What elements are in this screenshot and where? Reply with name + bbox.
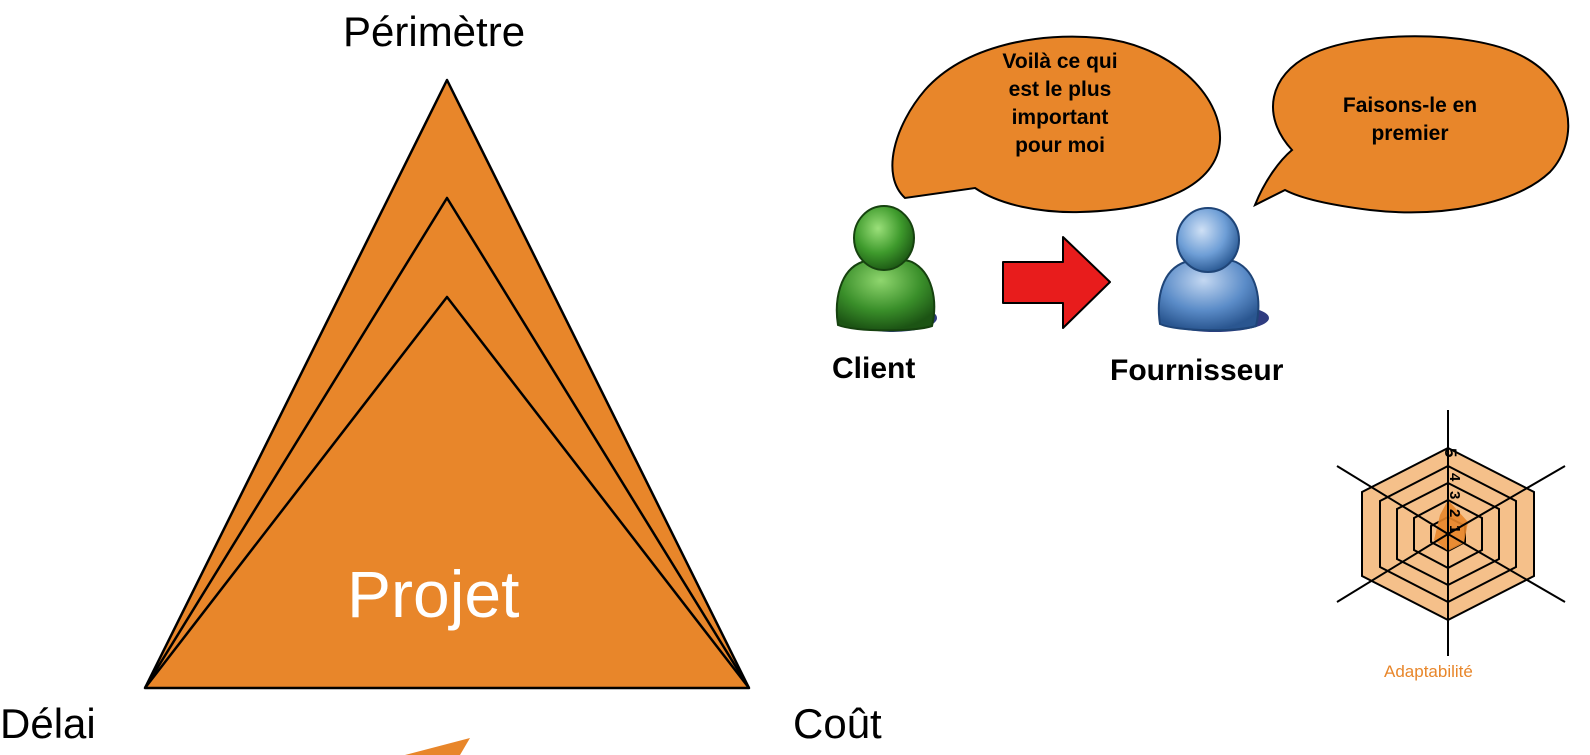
triangle-right-label: Coût bbox=[793, 700, 882, 747]
supplier-bubble-text: Faisons-le en premier bbox=[1342, 94, 1478, 145]
triangle-outer bbox=[143, 78, 751, 690]
supplier-speech-bubble bbox=[1253, 35, 1570, 214]
radar-axis-label: Adaptabilité bbox=[1384, 662, 1473, 681]
triangle-middle bbox=[143, 196, 751, 689]
radar-chart: 5 4 3 2 1 bbox=[1336, 410, 1566, 656]
supplier-avatar-icon bbox=[1157, 207, 1269, 332]
triangle-inner bbox=[144, 295, 750, 689]
scope-triangle bbox=[143, 78, 751, 690]
client-speech-bubble bbox=[891, 35, 1222, 214]
triangle-center-label: Projet bbox=[347, 557, 520, 631]
svg-text:1: 1 bbox=[1446, 525, 1463, 533]
triangle-top-label: Périmètre bbox=[343, 8, 526, 55]
triangle-left-label: Délai bbox=[0, 700, 96, 747]
arrow-right-icon bbox=[1002, 236, 1111, 329]
svg-text:3: 3 bbox=[1446, 491, 1463, 499]
client-avatar-icon bbox=[835, 205, 937, 332]
client-bubble-text: Voilà ce qui est le plus important pour … bbox=[1002, 50, 1118, 157]
client-label: Client bbox=[832, 352, 916, 385]
orange-decoration bbox=[405, 738, 470, 755]
supplier-label: Fournisseur bbox=[1110, 354, 1284, 387]
svg-text:4: 4 bbox=[1446, 473, 1463, 482]
svg-text:2: 2 bbox=[1446, 509, 1463, 517]
radar-scale-label: 5 bbox=[1441, 448, 1460, 457]
